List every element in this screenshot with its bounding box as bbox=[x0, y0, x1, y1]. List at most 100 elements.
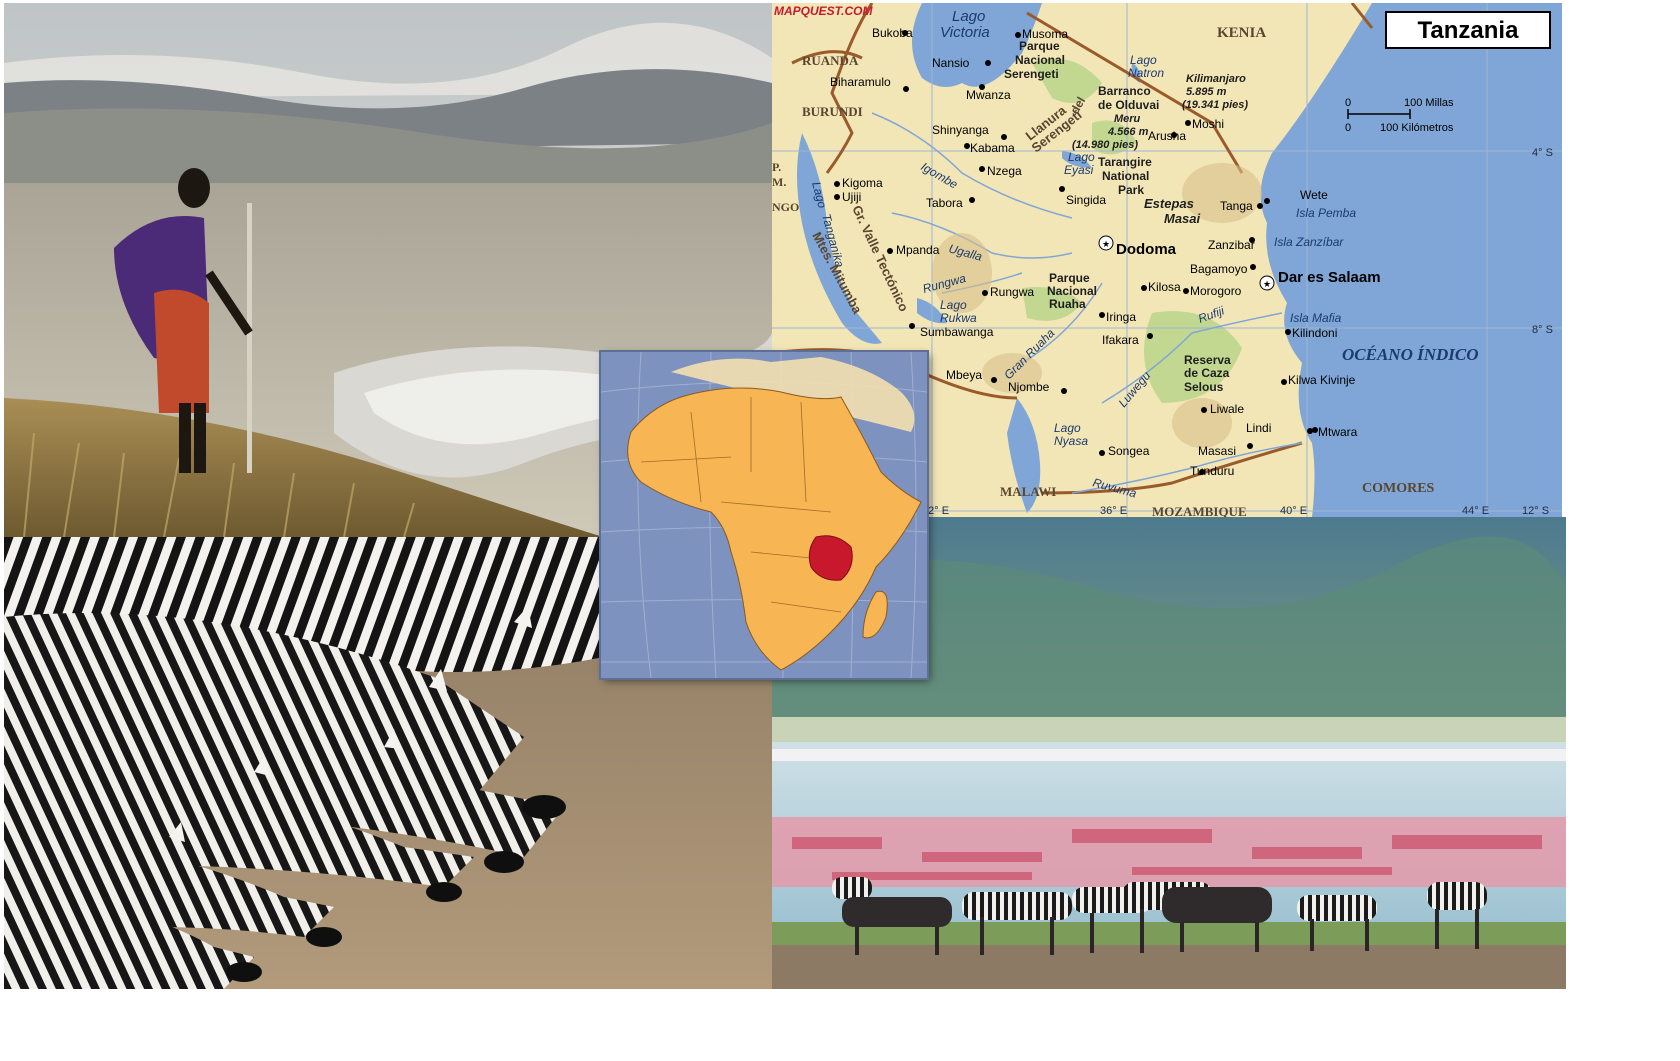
svg-text:★: ★ bbox=[1263, 279, 1271, 289]
svg-text:Ruvuma: Ruvuma bbox=[1091, 475, 1138, 500]
svg-text:100 Millas: 100 Millas bbox=[1404, 97, 1454, 109]
svg-text:Njombe: Njombe bbox=[1008, 380, 1050, 394]
svg-text:0: 0 bbox=[1345, 122, 1351, 134]
svg-text:Victoria: Victoria bbox=[940, 24, 990, 41]
svg-text:Park: Park bbox=[1118, 183, 1144, 197]
madagascar bbox=[862, 590, 888, 639]
svg-text:de Caza: de Caza bbox=[1184, 366, 1230, 380]
svg-text:40° E: 40° E bbox=[1280, 505, 1307, 517]
svg-text:Lago: Lago bbox=[952, 8, 985, 25]
svg-text:Dar es Salaam: Dar es Salaam bbox=[1278, 269, 1381, 286]
svg-text:MOZAMBIQUE: MOZAMBIQUE bbox=[1152, 504, 1247, 517]
maasai-figure bbox=[114, 168, 253, 473]
svg-text:Dodoma: Dodoma bbox=[1116, 241, 1177, 258]
svg-text:de Olduvai: de Olduvai bbox=[1098, 98, 1159, 112]
svg-text:44° E: 44° E bbox=[1462, 505, 1489, 517]
svg-text:Estepas: Estepas bbox=[1144, 196, 1194, 211]
svg-text:Songea: Songea bbox=[1108, 444, 1150, 458]
svg-text:Eyasi: Eyasi bbox=[1064, 163, 1094, 177]
svg-text:NGO: NGO bbox=[772, 200, 799, 214]
svg-text:Nzega: Nzega bbox=[987, 164, 1022, 178]
svg-text:Natron: Natron bbox=[1128, 66, 1164, 80]
svg-text:KENIA: KENIA bbox=[1217, 25, 1266, 41]
svg-text:P.: P. bbox=[772, 160, 781, 174]
svg-text:BURUNDI: BURUNDI bbox=[802, 104, 863, 119]
brand-label: MAPQUEST.COM bbox=[774, 4, 873, 18]
svg-text:Isla Pemba: Isla Pemba bbox=[1296, 206, 1356, 220]
svg-text:Tarangire: Tarangire bbox=[1098, 155, 1152, 169]
svg-text:Nansio: Nansio bbox=[932, 56, 970, 70]
ocean-label: OCÉANO ÍNDICO bbox=[1342, 345, 1479, 364]
svg-text:Musoma: Musoma bbox=[1022, 27, 1068, 41]
svg-text:Kabama: Kabama bbox=[970, 141, 1015, 155]
svg-text:8° S: 8° S bbox=[1532, 324, 1553, 336]
svg-text:4° S: 4° S bbox=[1532, 147, 1553, 159]
svg-text:Moshi: Moshi bbox=[1192, 117, 1224, 131]
svg-text:Kilimanjaro: Kilimanjaro bbox=[1186, 73, 1246, 85]
svg-text:36° E: 36° E bbox=[1100, 505, 1127, 517]
svg-text:(19.341 pies): (19.341 pies) bbox=[1182, 99, 1248, 111]
svg-text:Tabora: Tabora bbox=[926, 196, 963, 210]
svg-text:Arusha: Arusha bbox=[1148, 129, 1186, 143]
svg-text:Masasi: Masasi bbox=[1198, 444, 1236, 458]
svg-text:Lago: Lago bbox=[1068, 150, 1095, 164]
svg-text:Isla Zanzíbar: Isla Zanzíbar bbox=[1274, 235, 1344, 249]
africa-locator-inset bbox=[601, 352, 927, 678]
svg-text:100 Kilómetros: 100 Kilómetros bbox=[1380, 122, 1454, 134]
svg-text:★: ★ bbox=[1102, 239, 1110, 249]
svg-text:Kilwa Kivinje: Kilwa Kivinje bbox=[1288, 373, 1356, 387]
svg-text:Ifakara: Ifakara bbox=[1102, 333, 1139, 347]
svg-text:Kilosa: Kilosa bbox=[1148, 280, 1181, 294]
svg-text:Luwegu: Luwegu bbox=[1116, 368, 1154, 409]
svg-text:Nacional: Nacional bbox=[1015, 53, 1065, 67]
svg-text:RUANDA: RUANDA bbox=[802, 53, 859, 68]
tanzania-highlight bbox=[808, 535, 853, 581]
capital-star-icon bbox=[1098, 235, 1275, 291]
south-border bbox=[1041, 441, 1303, 495]
svg-text:Sumbawanga: Sumbawanga bbox=[920, 325, 994, 339]
svg-text:Lindi: Lindi bbox=[1246, 421, 1271, 435]
svg-text:4.566 m: 4.566 m bbox=[1107, 126, 1149, 138]
svg-text:Biharamulo: Biharamulo bbox=[830, 75, 891, 89]
svg-text:Lago: Lago bbox=[809, 180, 830, 210]
map-title: Tanzania bbox=[1418, 17, 1520, 44]
svg-text:Barranco: Barranco bbox=[1098, 84, 1151, 98]
lake-nyasa bbox=[1007, 398, 1041, 513]
svg-text:Mpanda: Mpanda bbox=[896, 243, 940, 257]
svg-text:Tunduru: Tunduru bbox=[1190, 464, 1234, 478]
svg-text:Igombe: Igombe bbox=[919, 159, 961, 191]
svg-text:Reserva: Reserva bbox=[1184, 353, 1231, 367]
svg-text:Serengeti: Serengeti bbox=[1004, 67, 1059, 81]
lake-tanganyika bbox=[797, 133, 882, 344]
svg-text:(14.980 pies): (14.980 pies) bbox=[1072, 139, 1138, 151]
svg-text:Mtwara: Mtwara bbox=[1318, 425, 1358, 439]
svg-text:Bukoba: Bukoba bbox=[872, 26, 913, 40]
svg-text:Masai: Masai bbox=[1164, 211, 1201, 226]
svg-text:Lago: Lago bbox=[1054, 421, 1081, 435]
svg-text:Morogoro: Morogoro bbox=[1190, 284, 1242, 298]
svg-text:Mwanza: Mwanza bbox=[966, 88, 1011, 102]
svg-text:Parque: Parque bbox=[1019, 39, 1060, 53]
lake-victoria bbox=[912, 3, 1042, 87]
svg-text:Lago: Lago bbox=[1130, 53, 1157, 67]
svg-text:M.: M. bbox=[772, 175, 786, 189]
svg-text:MALAWI: MALAWI bbox=[1000, 484, 1056, 499]
svg-text:Wete: Wete bbox=[1300, 188, 1328, 202]
svg-text:National: National bbox=[1102, 169, 1149, 183]
svg-text:Nyasa: Nyasa bbox=[1054, 434, 1088, 448]
svg-text:Rukwa: Rukwa bbox=[940, 311, 977, 325]
indian-ocean bbox=[1260, 3, 1562, 517]
svg-text:Bagamoyo: Bagamoyo bbox=[1190, 262, 1248, 276]
svg-text:Isla Mafia: Isla Mafia bbox=[1290, 311, 1342, 325]
svg-text:Kilindoni: Kilindoni bbox=[1292, 326, 1337, 340]
svg-text:Parque: Parque bbox=[1049, 271, 1090, 285]
svg-text:5.895 m: 5.895 m bbox=[1186, 86, 1227, 98]
svg-text:32° E: 32° E bbox=[922, 505, 949, 517]
svg-text:Meru: Meru bbox=[1114, 113, 1141, 125]
scale-bar bbox=[1347, 109, 1411, 119]
svg-text:COMORES: COMORES bbox=[1362, 481, 1435, 496]
svg-text:Rungwa: Rungwa bbox=[990, 285, 1034, 299]
kenya-border bbox=[1026, 11, 1244, 174]
svg-text:Iringa: Iringa bbox=[1106, 310, 1136, 324]
svg-text:Zanzibar: Zanzibar bbox=[1208, 238, 1255, 252]
